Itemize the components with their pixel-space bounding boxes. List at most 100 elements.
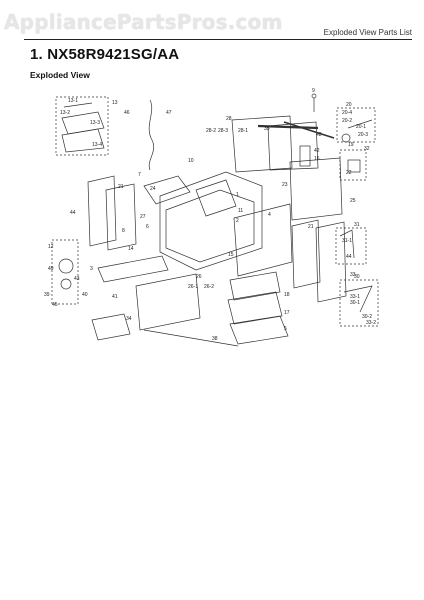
callout-13-2: 13-2 — [60, 110, 70, 116]
callout-38: 38 — [212, 336, 218, 342]
part-42 — [299, 145, 311, 167]
group-box-12 — [51, 239, 79, 305]
callout-34: 34 — [126, 316, 132, 322]
callout-33: 33 — [350, 272, 356, 278]
callout-26-2: 26-2 — [204, 284, 214, 290]
group-box-13 — [55, 96, 109, 156]
callout-13: 13 — [112, 100, 118, 106]
callout-4: 4 — [268, 212, 271, 218]
callout-23: 23 — [282, 182, 288, 188]
knob-12 — [58, 258, 74, 274]
callout-2: 2 — [236, 218, 239, 224]
callout-32: 32 — [364, 146, 370, 152]
section-label: Exploded View — [30, 70, 90, 80]
callout-24: 24 — [150, 186, 156, 192]
callout-1: 1 — [236, 192, 239, 198]
cavity-liner-2 — [165, 189, 255, 263]
callout-35: 35 — [264, 126, 270, 132]
callout-20-4: 20-4 — [342, 110, 352, 116]
tube-30 — [343, 285, 373, 313]
callout-27: 27 — [140, 214, 146, 220]
callout-28-2: 28-2 — [206, 128, 216, 134]
callout-21-left: 21 — [118, 184, 124, 190]
knob-49 — [60, 278, 72, 290]
rail-38 — [143, 329, 239, 347]
callout-15: 15 — [228, 252, 234, 258]
wire-harness-46 — [148, 99, 155, 171]
page-title: 1. NX58R9421SG/AA — [30, 46, 180, 63]
group-box-31 — [335, 227, 367, 265]
callout-3: 3 — [90, 266, 93, 272]
callout-31: 31 — [354, 222, 360, 228]
group-box-22 — [339, 149, 367, 181]
callout-44-right: 44 — [346, 254, 352, 260]
callout-30: 30 — [354, 274, 360, 280]
callout-30-1: 30-1 — [350, 300, 360, 306]
bracket-31 — [339, 229, 355, 259]
callout-8: 8 — [122, 228, 125, 234]
oven-cavity-1 — [159, 171, 263, 271]
callout-41: 41 — [112, 294, 118, 300]
header-rule — [24, 39, 412, 40]
side-panel-21-right — [291, 219, 321, 289]
back-cover-28-1 — [267, 121, 319, 171]
rack-8 — [97, 255, 169, 283]
bracket-34 — [91, 313, 131, 341]
callout-28: 28 — [226, 116, 232, 122]
callout-10: 10 — [188, 158, 194, 164]
part-22 — [347, 159, 361, 173]
bracket-13-1 — [63, 102, 93, 108]
tray-18 — [229, 271, 281, 301]
trim-bar-35 — [257, 124, 319, 130]
callout-18: 18 — [284, 292, 290, 298]
callout-13-4: 13-4 — [92, 142, 102, 148]
callout-20-3: 20-3 — [358, 132, 368, 138]
callout-46: 46 — [124, 110, 130, 116]
callout-44-left: 44 — [70, 210, 76, 216]
insulation-4 — [233, 203, 293, 277]
callout-45: 45 — [52, 302, 58, 308]
rear-cover-25 — [289, 157, 343, 221]
callout-30-2: 30-2 — [362, 314, 372, 320]
callout-43: 43 — [74, 276, 80, 282]
callout-20-1: 20-1 — [356, 124, 366, 130]
callout-49: 49 — [48, 266, 54, 272]
callout-48: 48 — [316, 132, 322, 138]
top-panel-24 — [143, 175, 191, 205]
callout-31-1: 31-1 — [342, 238, 352, 244]
callout-21-right: 21 — [308, 224, 314, 230]
element-part-13-4 — [61, 128, 105, 153]
callout-33-1: 33-1 — [350, 294, 360, 300]
callout-11: 11 — [238, 208, 243, 214]
callout-16: 16 — [314, 156, 320, 162]
door-panel-44-right — [315, 221, 347, 303]
tube-20 — [347, 119, 373, 129]
callout-6: 6 — [146, 224, 149, 230]
callout-26: 26 — [196, 274, 202, 280]
callout-9: 9 — [312, 88, 315, 94]
back-panel-28 — [231, 115, 293, 173]
callout-13-3: 13-3 — [90, 120, 100, 126]
drawer-17 — [227, 291, 283, 325]
blower-10 — [195, 179, 237, 217]
callout-39: 39 — [44, 292, 50, 298]
callout-19: 19 — [348, 142, 354, 148]
callout-7: 7 — [138, 172, 141, 178]
callout-28-3: 28-3 — [218, 128, 228, 134]
callout-20-2: 20-2 — [342, 118, 352, 124]
callout-42: 42 — [314, 148, 320, 154]
callout-40: 40 — [82, 292, 88, 298]
callout-12: 12 — [48, 244, 54, 250]
rack-part-13 — [61, 111, 105, 135]
rack-26 — [135, 273, 201, 331]
top-trim-48 — [283, 121, 335, 139]
callout-20: 20 — [346, 102, 352, 108]
callout-47: 47 — [166, 110, 172, 116]
callout-17: 17 — [284, 310, 290, 316]
fitting-19 — [341, 133, 351, 143]
callout-14: 14 — [128, 246, 134, 252]
group-box-30 — [339, 279, 379, 327]
callout-22: 22 — [346, 170, 352, 176]
callout-28-1: 28-1 — [238, 128, 248, 134]
